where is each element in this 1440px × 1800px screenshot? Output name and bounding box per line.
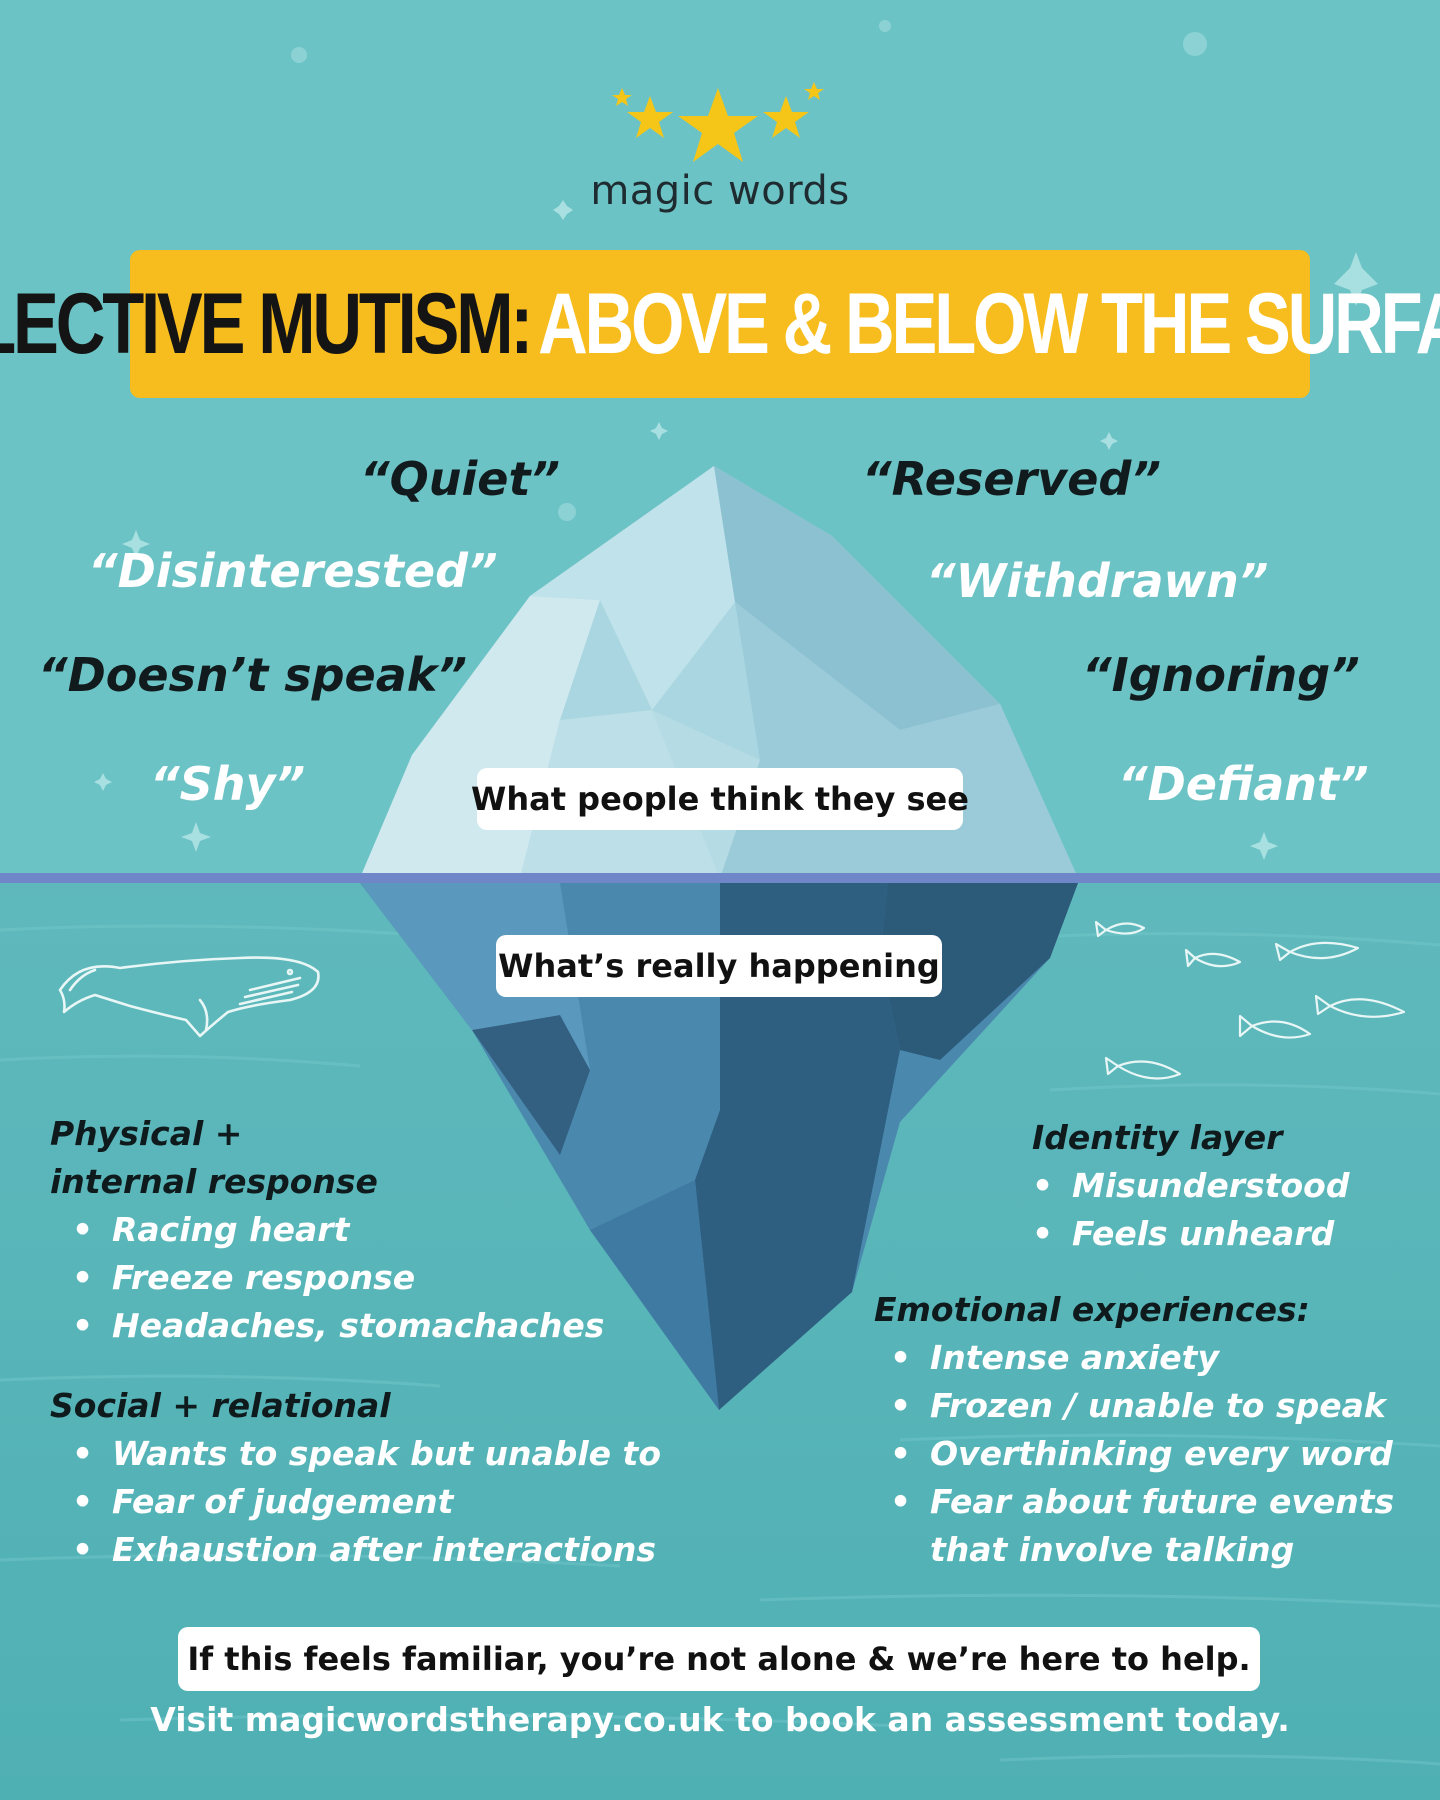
whale-icon <box>58 956 320 1038</box>
list-item: Fear of judgement <box>50 1478 661 1526</box>
fish-icon <box>1094 920 1406 1080</box>
three-stars-icon <box>612 82 824 162</box>
iceberg-base <box>360 883 1078 1410</box>
section-identity-list: Misunderstood Feels unheard <box>1010 1162 1349 1258</box>
list-item: Exhaustion after interactions <box>50 1526 661 1574</box>
section-physical-title-line1: Physical + <box>50 1114 243 1153</box>
section-physical: Physical + internal response Racing hear… <box>50 1110 604 1350</box>
sparkle-icon <box>94 200 1378 860</box>
section-social-title: Social + relational <box>50 1386 391 1425</box>
perception-disinterested: “Disinterested” <box>88 544 498 598</box>
title-banner: SELECTIVE MUTISM:ABOVE & BELOW THE SURFA… <box>0 250 1440 398</box>
perception-shy: “Shy” <box>150 757 306 811</box>
list-item: Freeze response <box>50 1254 604 1302</box>
section-emotional-title: Emotional experiences: <box>874 1290 1310 1329</box>
label-below-surface: What’s really happening <box>496 935 942 997</box>
title-part-dark: SELECTIVE MUTISM: <box>0 275 533 372</box>
waterline <box>0 873 1440 883</box>
section-physical-title-line2: internal response <box>50 1162 378 1201</box>
title-part-light: ABOVE & BELOW THE SURFACE <box>538 275 1440 372</box>
section-identity: Identity layer Misunderstood Feels unhea… <box>1032 1114 1349 1258</box>
bubbles <box>291 20 1207 521</box>
section-emotional-list: Intense anxiety Frozen / unable to speak… <box>868 1334 1394 1574</box>
logo-wordmark: magic words <box>590 168 850 214</box>
perception-defiant: “Defiant” <box>1118 757 1369 811</box>
list-item: Frozen / unable to speak <box>868 1382 1394 1430</box>
section-emotional: Emotional experiences: Intense anxiety F… <box>874 1286 1394 1574</box>
perception-withdrawn: “Withdrawn” <box>926 554 1269 608</box>
list-item: Racing heart <box>50 1206 604 1254</box>
list-item: Intense anxiety <box>868 1334 1394 1382</box>
perception-doesnt-speak: “Doesn’t speak” <box>38 648 467 702</box>
section-identity-title: Identity layer <box>1032 1118 1283 1157</box>
cta-banner: If this feels familiar, you’re not alone… <box>178 1627 1260 1691</box>
list-item-continuation: that involve talking <box>930 1530 1295 1569</box>
section-physical-list: Racing heart Freeze response Headaches, … <box>50 1206 604 1350</box>
perception-quiet: “Quiet” <box>360 452 561 506</box>
list-item: Overthinking every word <box>868 1430 1394 1478</box>
list-item: Misunderstood <box>1010 1162 1349 1210</box>
list-item: Headaches, stomachaches <box>50 1302 604 1350</box>
label-above-surface: What people think they see <box>471 768 969 830</box>
section-social: Social + relational Wants to speak but u… <box>50 1382 661 1574</box>
list-item: Fear about future events <box>868 1478 1394 1526</box>
list-item: Feels unheard <box>1010 1210 1349 1258</box>
list-item: Wants to speak but unable to <box>50 1430 661 1478</box>
page-title: SELECTIVE MUTISM:ABOVE & BELOW THE SURFA… <box>0 275 1440 374</box>
visit-website-text: Visit magicwordstherapy.co.uk to book an… <box>150 1700 1290 1739</box>
perception-ignoring: “Ignoring” <box>1082 648 1360 702</box>
perception-reserved: “Reserved” <box>862 452 1161 506</box>
section-social-list: Wants to speak but unable to Fear of jud… <box>50 1430 661 1574</box>
